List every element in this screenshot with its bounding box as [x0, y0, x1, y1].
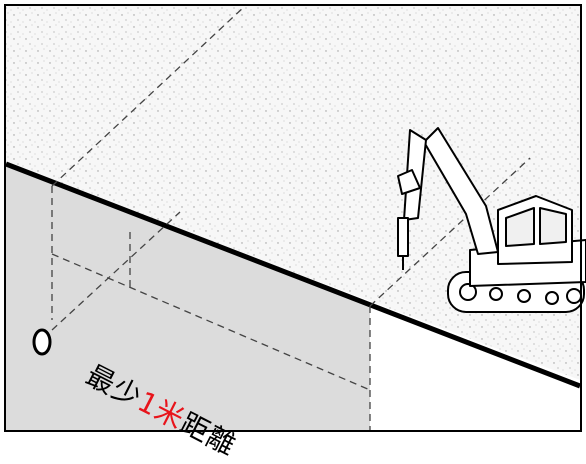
- dashed-lines: [51, 5, 531, 430]
- pipe-end-icon: [32, 328, 52, 356]
- excavation-diagram: [4, 4, 586, 432]
- lower-ground: [370, 306, 580, 430]
- excavator-icon: [397, 127, 586, 313]
- trench-wall: [6, 164, 370, 430]
- ground-edge-line: [5, 161, 581, 389]
- ground-surface: [6, 6, 580, 380]
- frame-border: [4, 4, 582, 432]
